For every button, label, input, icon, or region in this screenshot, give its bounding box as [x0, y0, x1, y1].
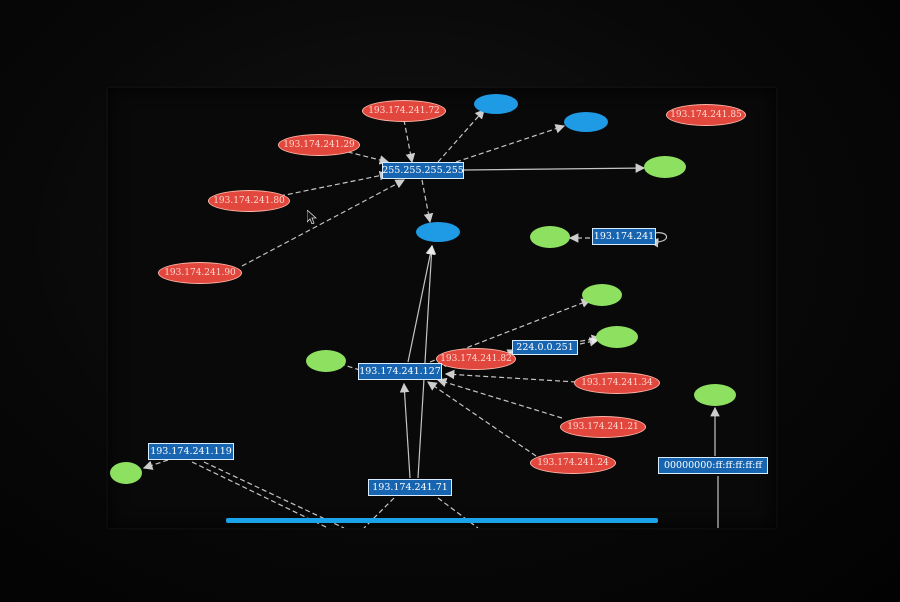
edge-r21-gw127 — [436, 377, 563, 419]
router-node-mac[interactable]: 00000000:ff:ff:ff:ff:ff — [658, 457, 768, 474]
router-node-broadcast[interactable]: 255.255.255.255 — [382, 162, 464, 179]
host-node-g4[interactable] — [596, 326, 638, 348]
host-node-r72[interactable]: 193.174.241.72 — [362, 100, 446, 122]
edge-multicast-g4 — [579, 337, 600, 347]
host-node-g7[interactable] — [694, 384, 736, 406]
host-node-b2[interactable] — [564, 112, 608, 132]
edge-gw71-out-left — [363, 497, 395, 528]
router-node-gw71[interactable]: 193.174.241.71 — [368, 479, 452, 496]
horizontal-scrollbar[interactable] — [226, 518, 658, 523]
edge-gw127-g5 — [332, 359, 361, 371]
router-node-gw119[interactable]: 193.174.241.119 — [148, 443, 234, 460]
host-node-g3[interactable] — [582, 284, 622, 306]
host-node-g6[interactable] — [110, 462, 142, 484]
edge-gw71-out-right — [437, 497, 479, 528]
host-node-b1[interactable] — [474, 94, 518, 114]
host-node-r34[interactable]: 193.174.241.34 — [574, 372, 660, 394]
edge-gw119-g6 — [142, 459, 169, 470]
edge-broadcast-b2 — [455, 124, 566, 163]
edge-broadcast-b1 — [437, 109, 485, 163]
edge-gw119-out-b — [203, 461, 345, 528]
mouse-pointer-icon — [307, 210, 317, 224]
edge-r90-broadcast — [241, 179, 406, 267]
edge-gw127-b3 — [407, 244, 435, 363]
host-node-r82[interactable]: 193.174.241.82 — [436, 348, 516, 370]
host-node-g2[interactable] — [530, 226, 570, 248]
edge-broadcast-g1 — [463, 163, 646, 173]
edge-broadcast-b3 — [421, 179, 434, 224]
router-node-gw127[interactable]: 193.174.241.127 — [358, 363, 442, 380]
host-node-r80a[interactable]: 193.174.241.80 — [208, 190, 290, 212]
host-node-g5[interactable] — [306, 350, 346, 372]
host-node-r24[interactable]: 193.174.241.24 — [530, 452, 616, 474]
edge-r34-gw127 — [444, 369, 577, 383]
host-node-r29[interactable]: 193.174.241.29 — [278, 134, 360, 156]
host-node-r85[interactable]: 193.174.241.85 — [666, 104, 746, 126]
router-node-subnet[interactable]: 193.174.241 — [592, 228, 656, 245]
edge-r24-gw127 — [427, 381, 537, 457]
host-node-r90[interactable]: 193.174.241.90 — [158, 262, 242, 284]
host-node-b3[interactable] — [416, 222, 460, 242]
edge-gw71-b3 — [417, 244, 437, 479]
edge-gw71-gw127 — [399, 382, 411, 479]
edge-gw119-out-a — [191, 461, 329, 528]
edge-r72-broadcast — [403, 119, 416, 164]
router-node-multicast[interactable]: 224.0.0.251 — [512, 340, 578, 355]
host-node-g1[interactable] — [644, 156, 686, 178]
graph-canvas[interactable]: 193.174.241.72 193.174.241.85 193.174.24… — [108, 88, 776, 528]
edge-r80a-broadcast — [279, 170, 390, 197]
host-node-r21[interactable]: 193.174.241.21 — [560, 416, 646, 438]
